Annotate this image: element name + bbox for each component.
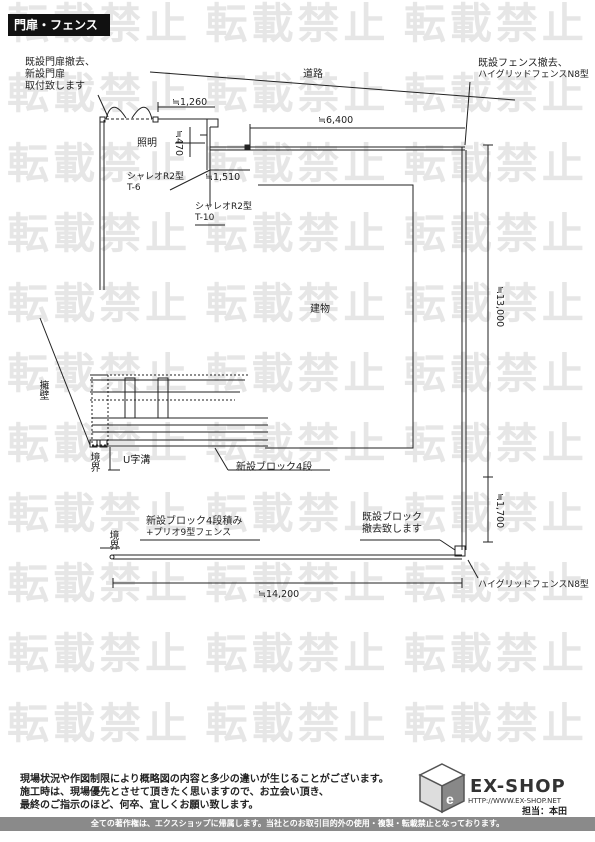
staff-label: 担当：本田 — [522, 807, 568, 817]
watermark: 転載禁止 — [403, 279, 588, 328]
label-line: 既設ブロック — [362, 512, 422, 523]
label-line: シャレオR2型 — [195, 202, 252, 212]
note-line: 最終のご指示のほど、何卒、宜しくお願い致します。 — [20, 800, 259, 811]
watermark: 転載禁止 — [403, 419, 588, 468]
road-label: 道路 — [303, 69, 323, 80]
label-line: 新設門扉 — [25, 69, 65, 80]
watermark: 転載禁止 — [205, 419, 390, 468]
note-line: 現場状況や作図制限により概略図の内容と多少の違いが生じることがございます。 — [20, 774, 389, 785]
shareo-t6-label: シャレオR2型 T-6 — [127, 172, 184, 194]
boundary-bottom-label: 境界 — [107, 530, 118, 550]
u-gutter-label: U字溝 — [123, 455, 151, 466]
label-line: 既設門扉撤去、 — [25, 57, 95, 68]
retaining-wall-label: 擁壁 — [37, 380, 48, 400]
watermark: 転載禁止 — [7, 629, 192, 678]
label-line: ハイグリッドフェンスN8型 — [478, 70, 589, 80]
watermark: 転載禁止 — [7, 699, 192, 748]
watermark: 転載禁止 — [7, 349, 192, 398]
existing-fence-label: 既設フェンス撤去、 ハイグリッドフェンスN8型 — [478, 58, 589, 81]
dim-13000: ≒13,000 — [494, 286, 505, 328]
watermark: 転載禁止 — [403, 489, 588, 538]
watermark: 転載禁止 — [205, 209, 390, 258]
watermark: 転載禁止 — [205, 629, 390, 678]
brand-name: EX-SHOP — [470, 776, 566, 797]
label-line: 撤去致します — [362, 524, 422, 535]
site-plan — [39, 71, 516, 588]
watermark: 転載禁止 — [403, 629, 588, 678]
building-label: 建物 — [310, 304, 330, 315]
road-line — [149, 71, 516, 101]
label-line: シャレオR2型 — [127, 172, 184, 182]
label-line: 新設ブロック4段積み — [146, 516, 243, 527]
dim-1510: ≒1,510 — [205, 172, 241, 183]
gate-post — [99, 116, 106, 123]
label-line: 既設フェンス撤去、 — [478, 58, 568, 69]
dim-1700: ≒1,700 — [494, 493, 505, 529]
note-line: 施工時は、現場優先とさせて頂きたく思いますので、お立会い頂き、 — [20, 787, 329, 798]
new-block-label: 新設ブロック4段 — [236, 462, 313, 473]
hygrid-bottom-label: ハイグリッドフェンスN8型 — [478, 580, 589, 590]
building-outline — [258, 184, 414, 449]
watermark: 転載禁止 — [205, 279, 390, 328]
gate-leaf — [131, 106, 153, 120]
gate-leaf — [105, 106, 127, 120]
watermark: 転載禁止 — [7, 139, 192, 188]
dim-1260: ≒1,260 — [172, 97, 208, 108]
light-label: 照明 — [137, 138, 157, 149]
watermark: 転載禁止 — [403, 699, 588, 748]
watermark: 転載禁止 — [205, 699, 390, 748]
existing-gate-label: 既設門扉撤去、 新設門扉 取付致します — [25, 57, 95, 93]
svg-text:e: e — [446, 791, 454, 807]
brand-url: HTTP://WWW.EX-SHOP.NET — [468, 797, 562, 805]
dim-14200: ≒14,200 — [258, 589, 300, 600]
watermark: 転載禁止 — [205, 0, 390, 48]
new-block-fence-label: 新設ブロック4段積み +プリオ9型フェンス — [146, 516, 242, 539]
boundary-left-label: 境界 — [88, 452, 99, 472]
watermark: 転載禁止 — [205, 489, 390, 538]
watermark: 転載禁止 — [205, 69, 390, 118]
watermark: 転載禁止 — [7, 209, 192, 258]
watermark: 転載禁止 — [403, 349, 588, 398]
existing-block-label: 既設ブロック 撤去致します — [362, 512, 422, 536]
watermark: 転載禁止 — [403, 0, 588, 48]
page-title: 門扉・フェンス — [8, 14, 110, 36]
watermark: 転載禁止 — [7, 489, 192, 538]
label-line: T-6 — [127, 183, 141, 193]
dim-6400: ≒6,400 — [318, 115, 354, 126]
watermark: 転載禁止 — [205, 349, 390, 398]
watermark: 転載禁止 — [7, 279, 192, 328]
ex-shop-cube-icon: e — [418, 763, 466, 814]
watermark: 転載禁止 — [7, 69, 192, 118]
label-line: +プリオ9型フェンス — [146, 528, 232, 538]
label-line: 取付致します — [25, 81, 85, 92]
copyright-bar: 全ての著作権は、エクスショップに帰属します。当社とのお取引目的外の使用・複製・転… — [0, 817, 595, 831]
gate-post — [152, 116, 159, 123]
dim-470: ≒470 — [173, 130, 184, 157]
footer-notes: 現場状況や作図制限により概略図の内容と多少の違いが生じることがございます。 施工… — [20, 773, 389, 812]
label-line: T-10 — [195, 213, 215, 223]
watermark: 転載禁止 — [403, 209, 588, 258]
shareo-t10-label: シャレオR2型 T-10 — [195, 202, 252, 224]
